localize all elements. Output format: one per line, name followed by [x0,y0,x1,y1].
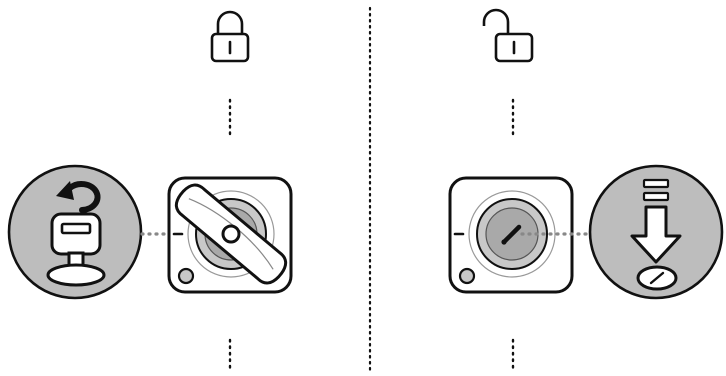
panel-locked [7,10,293,374]
turn-key-badge [7,164,143,300]
remove-key-badge [588,164,724,300]
lock-cylinder-with-handle-icon [167,176,293,294]
padlock-closed-icon [210,10,250,63]
remove-key-icon [630,178,682,291]
lock-cylinder-without-handle-icon [448,176,574,294]
turn-key-icon [46,181,106,287]
padlock-open-icon [482,8,534,63]
panel-unlocked [448,8,724,374]
